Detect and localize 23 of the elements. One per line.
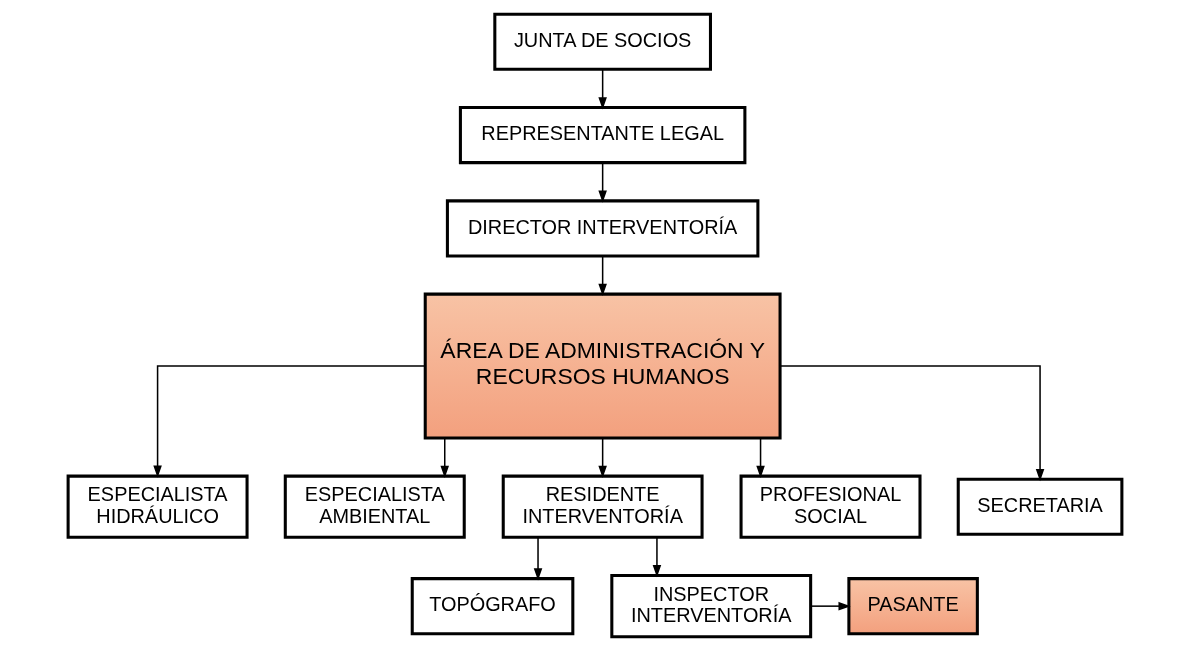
node-box: ÁREA DE ADMINISTRACIÓN Y RECURSOS HUMANOS — [423, 292, 782, 440]
node-box: ESPECIALISTA HIDRÁULICO — [66, 474, 249, 539]
arrow — [152, 365, 426, 478]
node-box: ESPECIALISTA AMBIENTAL — [283, 474, 466, 539]
node-box: DIRECTOR INTERVENTORÍA — [445, 199, 759, 258]
arrow — [652, 536, 661, 578]
arrow — [597, 255, 607, 297]
node-box: INSPECTOR INTERVENTORÍA — [609, 574, 812, 639]
arrow — [809, 601, 851, 611]
arrow — [597, 69, 607, 110]
node-box: TOPÓGRAFO — [410, 577, 574, 636]
node-box: JUNTA DE SOCIOS — [492, 12, 712, 71]
node-box: SECRETARIA — [956, 477, 1123, 536]
arrow — [597, 437, 607, 478]
arrow — [779, 365, 1044, 482]
node-box: REPRESENTANTE LEGAL — [458, 106, 746, 165]
node-box: PROFESIONAL SOCIAL — [739, 474, 922, 539]
arrow — [597, 162, 607, 203]
arrow — [533, 536, 542, 581]
node-box: PASANTE — [846, 577, 979, 636]
node-box: RESIDENTE INTERVENTORÍA — [501, 474, 704, 539]
arrow — [439, 437, 449, 478]
arrow — [755, 437, 765, 478]
